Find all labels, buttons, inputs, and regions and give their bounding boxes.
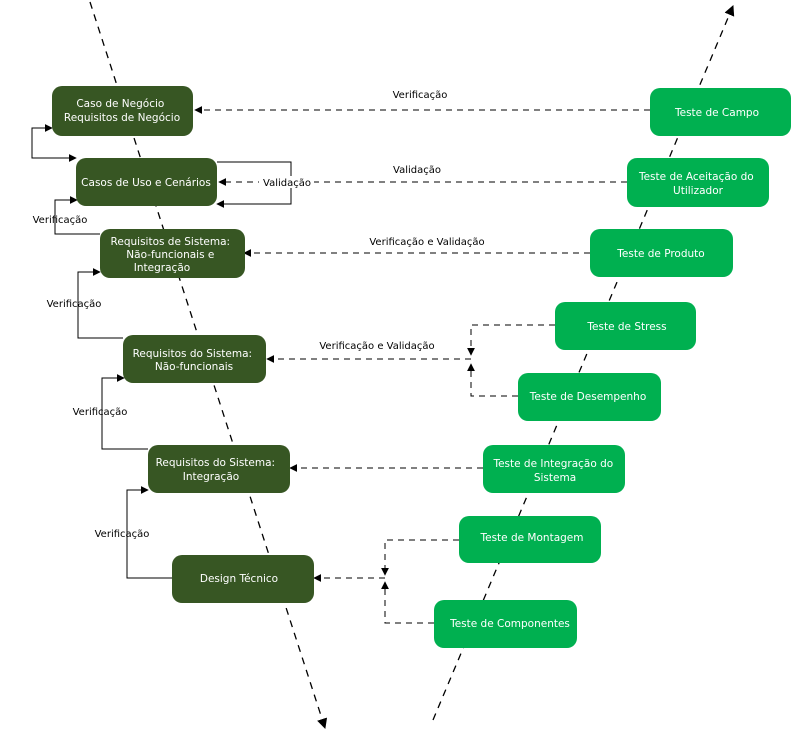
- node-caso-negocio[interactable]: Caso de Negócio Requisitos de Negócio: [52, 86, 193, 136]
- edge-componentes-junction: [381, 581, 434, 624]
- self-validacao-label-bg: [259, 176, 314, 188]
- node-requisitos-sistema-1[interactable]: Requisitos de Sistema: Não-funcionais e …: [100, 229, 245, 278]
- edge-desempenho-junction: [467, 363, 518, 397]
- node-casos-uso-label: Casos de Uso e Cenários: [81, 177, 211, 189]
- node-teste-montagem-label: Teste de Montagem: [480, 532, 584, 544]
- node-teste-produto[interactable]: Teste de Produto: [590, 229, 733, 277]
- edge-label-left-verif-4: Verificação: [95, 529, 150, 540]
- node-teste-stress[interactable]: Teste de Stress: [555, 302, 696, 350]
- node-teste-produto-label: Teste de Produto: [616, 248, 704, 260]
- node-design-tecnico[interactable]: Design Técnico: [172, 555, 314, 603]
- node-requisitos-sistema-int[interactable]: Requisitos do Sistema: Integração: [148, 445, 290, 493]
- node-casos-uso[interactable]: Casos de Uso e Cenários: [76, 158, 217, 206]
- loop-sistema-nf: [77, 268, 123, 339]
- node-teste-aceitacao-label: Teste de Aceitação do Utilizador: [638, 171, 757, 197]
- edge-label-left-verif-3: Verificação: [73, 407, 128, 418]
- node-teste-stress-label: Teste de Stress: [586, 321, 666, 333]
- node-requisitos-sistema-int-label: Requisitos do Sistema: Integração: [156, 457, 279, 483]
- edge-label-produto-verif-valid: Verificação e Validação: [369, 237, 484, 248]
- loop-uso-sistema: [54, 196, 100, 235]
- node-teste-integracao-label: Teste de Integração do Sistema: [492, 458, 616, 484]
- node-teste-integracao[interactable]: Teste de Integração do Sistema: [483, 445, 625, 493]
- node-teste-desempenho[interactable]: Teste de Desempenho: [518, 373, 661, 421]
- edge-label-campo-verificacao: Verificação: [393, 90, 448, 101]
- node-requisitos-sistema-nf[interactable]: Requisitos do Sistema: Não-funcionais: [123, 335, 266, 383]
- node-teste-desempenho-label: Teste de Desempenho: [529, 391, 647, 403]
- node-design-tecnico-label: Design Técnico: [200, 573, 278, 585]
- node-teste-campo-label: Teste de Campo: [674, 107, 759, 119]
- edge-label-left-verif-1: Verificação: [33, 215, 88, 226]
- loop-nf-int: [101, 374, 148, 450]
- node-teste-componentes[interactable]: Teste de Componentes: [434, 600, 577, 648]
- node-teste-montagem[interactable]: Teste de Montagem: [459, 516, 601, 563]
- edge-stress-junction: [467, 324, 555, 356]
- edge-label-aceitacao-validacao: Validação: [393, 165, 441, 176]
- node-teste-campo[interactable]: Teste de Campo: [650, 88, 791, 136]
- node-caso-negocio-label: Caso de Negócio Requisitos de Negócio: [64, 98, 180, 124]
- edge-montagem-junction: [381, 539, 459, 576]
- edge-label-left-verif-2: Verificação: [47, 299, 102, 310]
- edge-label-stress-verif-valid: Verificação e Validação: [319, 341, 434, 352]
- node-requisitos-sistema-nf-label: Requisitos do Sistema: Não-funcionais: [133, 348, 256, 373]
- edge-label-self-validacao: Validação: [263, 178, 311, 189]
- loop-int-design: [126, 486, 172, 579]
- node-requisitos-sistema-1-label: Requisitos de Sistema: Não-funcionais e …: [111, 236, 234, 274]
- node-teste-aceitacao[interactable]: Teste de Aceitação do Utilizador: [627, 158, 769, 207]
- node-teste-componentes-label: Teste de Componentes: [449, 618, 570, 630]
